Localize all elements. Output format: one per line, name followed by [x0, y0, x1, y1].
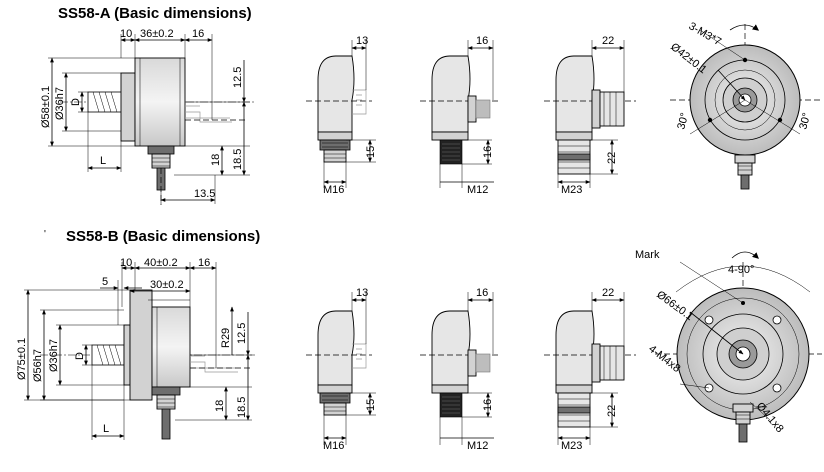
dim-b-18-5: 18.5: [236, 397, 248, 418]
connector-b-m16: 13 15 M16: [306, 287, 377, 452]
conn-b1-side: 15: [365, 399, 377, 411]
dim-b-5: 5: [102, 276, 108, 288]
front-view-b: Mark 4-90° Ø66±0.1 4-M4x8 Ø4.1x8: [635, 249, 822, 443]
dim-b-10: 10: [120, 257, 132, 269]
conn-a1-side: 15: [365, 146, 377, 158]
label-3-m3: 3-M3*7: [687, 20, 724, 48]
dim-a-13-5: 13.5: [194, 188, 215, 200]
dim-a-L: L: [100, 155, 106, 167]
conn-b1-top: 13: [356, 287, 368, 299]
conn-a3-thread: M23: [561, 184, 582, 196]
conn-a2-side: 16: [482, 146, 494, 158]
main-view-a: 10 36±0.2 16 Ø58±0.1 Ø36h7 D L 1: [40, 28, 255, 205]
conn-b2-side: 16: [482, 399, 494, 411]
dim-b-18: 18: [214, 400, 226, 412]
section-ss58b: ' SS58-B (Basic dimensions) 10: [16, 228, 822, 452]
dim-a-18: 18: [210, 154, 222, 166]
conn-a1-top: 13: [356, 35, 368, 47]
section-title: SS58-A (Basic dimensions): [58, 5, 252, 22]
connector-b-m23: 22 22 M23: [544, 287, 636, 452]
section-ss58a: SS58-A (Basic dimensions): [40, 5, 820, 205]
front-view-a: 3-M3*7 Ø42±0.1 30° 30°: [668, 20, 820, 190]
label-66: Ø66±0.1: [654, 289, 695, 323]
dim-b-R29: R29: [220, 328, 232, 348]
dim-a-D: D: [70, 98, 82, 106]
dim-b-40: 40±0.2: [144, 257, 178, 269]
dim-b-D: D: [74, 352, 86, 360]
dim-b-75: Ø75±0.1: [16, 338, 28, 380]
conn-a3-top: 22: [602, 35, 614, 47]
dim-a-36h7: Ø36h7: [54, 87, 66, 120]
label-42: Ø42±0.1: [668, 41, 709, 76]
flange: [120, 72, 136, 142]
shaft: [87, 91, 123, 113]
label-30-right: 30°: [797, 112, 813, 131]
dim-a-12-5: 12.5: [232, 67, 244, 88]
section-title: SS58-B (Basic dimensions): [66, 228, 260, 245]
label-30-left: 30°: [675, 112, 691, 131]
connector-a-m12: 16 16 M12: [420, 35, 500, 196]
svg-text:': ': [44, 229, 46, 240]
dim-a-10: 10: [120, 28, 132, 40]
label-mark: Mark: [635, 249, 660, 261]
conn-b2-top: 16: [476, 287, 488, 299]
conn-a3-side: 22: [606, 152, 618, 164]
conn-b3-top: 22: [602, 287, 614, 299]
encoder-body: [134, 57, 186, 147]
dim-a-16: 16: [192, 28, 204, 40]
conn-a2-top: 16: [476, 35, 488, 47]
label-4-90: 4-90°: [728, 264, 754, 276]
conn-a2-thread: M12: [467, 184, 488, 196]
dim-b-30: 30±0.2: [150, 279, 184, 291]
flange: [129, 289, 153, 401]
conn-b2-thread: M12: [467, 440, 488, 452]
connector-b-m12: 16 16 M12: [420, 287, 500, 452]
dim-b-16: 16: [198, 257, 210, 269]
dim-b-12-5: 12.5: [236, 323, 248, 344]
encoder-body: [151, 306, 191, 388]
conn-b1-thread: M16: [323, 440, 344, 452]
main-view-b: 10 40±0.2 16 5 30±0.2 Ø75±0.1 Ø56h7 Ø36h…: [16, 257, 255, 440]
conn-b3-thread: M23: [561, 440, 582, 452]
dim-a-18-5: 18.5: [232, 149, 244, 170]
conn-a1-thread: M16: [323, 184, 344, 196]
dim-b-56: Ø56h7: [32, 349, 44, 382]
dim-a-36: 36±0.2: [140, 28, 174, 40]
dim-b-L: L: [103, 423, 109, 435]
conn-b3-side: 22: [606, 405, 618, 417]
connector-a-m23: 22 22 M23: [544, 35, 636, 196]
connector-a-m16: 13 15 M16: [306, 35, 377, 196]
dim-a-58: Ø58±0.1: [40, 86, 52, 128]
dim-b-36: Ø36h7: [48, 339, 60, 372]
